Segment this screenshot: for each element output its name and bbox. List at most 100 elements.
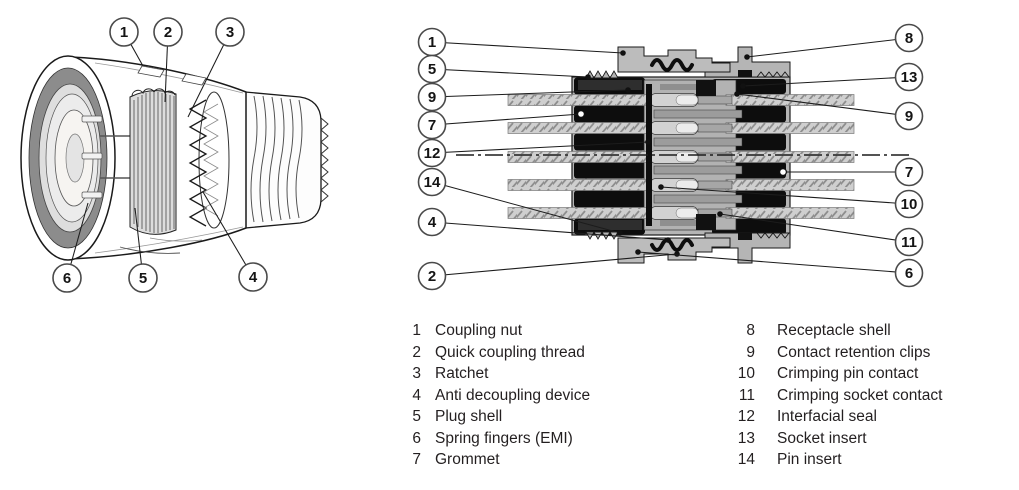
callout-number-5: 5 [428, 61, 436, 78]
callout-number-7: 7 [905, 164, 913, 181]
leader-line-13 [742, 76, 910, 87]
leader-line-3 [187, 31, 231, 118]
leader-dot-4 [665, 237, 671, 243]
legend-row-6: 6 Spring fingers (EMI) [402, 428, 590, 450]
leader-dot-8 [744, 54, 750, 60]
callout-number-6: 6 [63, 270, 71, 287]
callout-balloon-14 [417, 167, 447, 197]
callout-number-3: 3 [226, 24, 234, 41]
callout-balloon-7 [417, 110, 447, 140]
legend-number: 6 [412, 429, 421, 447]
leader-dot-5 [585, 74, 591, 80]
legend-label: Plug shell [435, 408, 503, 425]
legend-label: Interfacial seal [777, 408, 877, 425]
legend-number: 1 [412, 322, 421, 339]
leader-line-14 [431, 181, 621, 234]
wires [507, 94, 855, 219]
callout-balloon-6 [894, 258, 924, 288]
callout-number-14: 14 [424, 174, 441, 191]
legend-row-5: 5 Plug shell [402, 406, 590, 428]
legend-number: 4 [412, 386, 421, 404]
leader-line-1 [431, 41, 624, 54]
callout-number-4: 4 [249, 269, 258, 286]
legend-label: Spring fingers (EMI) [435, 429, 573, 447]
callout-number-5: 5 [139, 270, 147, 287]
legend-label: Quick coupling thread [435, 343, 585, 361]
legend-number: 5 [412, 408, 421, 425]
legend-label: Crimping socket contact [777, 386, 943, 404]
ratchet-ring [188, 91, 230, 229]
callout-balloon-9 [417, 82, 447, 112]
legend-label: Contact retention clips [777, 343, 931, 361]
legend-row-8: 8 Receptacle shell [732, 320, 942, 342]
callout-number-2: 2 [428, 268, 436, 285]
callout-number-1: 1 [428, 34, 436, 51]
legend-number: 13 [737, 429, 755, 447]
legend-label: Socket insert [777, 429, 867, 447]
callout-number-6: 6 [905, 265, 913, 282]
callout-number-7: 7 [428, 117, 436, 134]
callout-balloon-8 [894, 23, 924, 53]
callout-balloon-13 [894, 62, 924, 92]
leader-line-5 [431, 68, 589, 78]
callout-number-2: 2 [164, 24, 172, 41]
leader-dot-9 [625, 87, 631, 93]
legend-number: 8 [746, 322, 755, 339]
leader-line-9 [431, 89, 629, 98]
leader-dot-11 [717, 211, 723, 217]
leader-dot-7 [577, 109, 586, 118]
callout-number-9: 9 [905, 108, 913, 125]
leader-dot-1 [620, 50, 626, 56]
leader-line-10 [660, 186, 910, 205]
interfacial-seal-strip [646, 84, 652, 226]
callout-balloon-11 [894, 227, 924, 257]
leader-dot-13 [740, 83, 746, 89]
callout-balloon-1 [109, 17, 139, 47]
callout-balloon-2 [153, 17, 183, 47]
legend-label: Pin insert [777, 451, 842, 468]
legend-number: 2 [412, 343, 421, 361]
callout-balloon-5 [128, 263, 158, 293]
callout-balloon-12 [417, 138, 447, 168]
legend-row-14: 14 Pin insert [732, 449, 942, 471]
callout-balloon-6 [52, 263, 82, 293]
leader-line-12 [431, 141, 649, 154]
leader-line-2 [431, 253, 678, 277]
legend-number: 12 [737, 408, 755, 425]
callout-number-9: 9 [428, 89, 436, 106]
callout-balloon-10 [894, 189, 924, 219]
callout-balloon-2 [417, 261, 447, 291]
legend-number: 11 [738, 386, 755, 404]
callout-balloon-9 [894, 101, 924, 131]
leader-dot-2 [674, 251, 680, 257]
legend-number: 14 [737, 451, 755, 468]
callout-balloon-7 [894, 157, 924, 187]
legend-row-2: 2 Quick coupling thread [402, 342, 590, 364]
callout-number-4: 4 [428, 214, 437, 231]
leader-dot-7 [779, 168, 788, 177]
legend-label: Anti decoupling device [435, 386, 591, 404]
leader-dot-14 [617, 230, 623, 236]
legend-label: Grommet [435, 451, 500, 468]
legend-number: 3 [412, 365, 421, 382]
leader-dot-10 [658, 184, 664, 190]
callout-number-8: 8 [905, 30, 913, 47]
legend-label: Receptacle shell [777, 322, 891, 339]
leader-line-9 [736, 93, 910, 117]
callout-number-13: 13 [901, 69, 918, 86]
legend-row-12: 12 Interfacial seal [732, 406, 942, 428]
callout-number-12: 12 [424, 145, 441, 162]
contact-pegs [81, 115, 130, 199]
